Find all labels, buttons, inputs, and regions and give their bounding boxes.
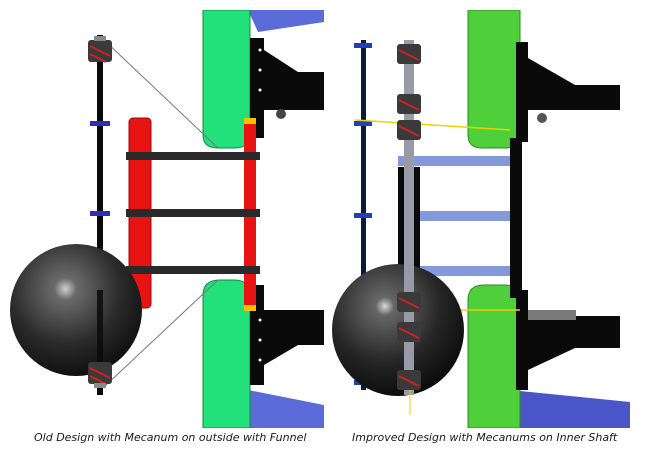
gearbox-top <box>516 42 620 142</box>
mecanum-wheel-icon <box>397 44 421 64</box>
shaft-clip-2 <box>354 121 372 126</box>
inner-shaft <box>404 40 414 395</box>
blue-plate-bottom <box>510 390 630 428</box>
cross-brace-3 <box>126 266 260 274</box>
caption-old-design: Old Design with Mecanum on outside with … <box>34 431 307 444</box>
roller-cap-yellow-top <box>244 118 256 124</box>
green-bumper-bottom <box>467 284 521 428</box>
old-design-diagram <box>10 10 324 428</box>
blue-plate-top <box>248 10 324 32</box>
shaft-clip-3 <box>354 213 372 218</box>
shaft-clip-2 <box>90 211 110 216</box>
funnel-line-bottom <box>103 279 219 388</box>
roller-cap-yellow-bottom <box>244 305 256 311</box>
mecanum-wheel-icon <box>397 370 421 390</box>
green-bumper-bottom <box>202 279 251 428</box>
ball-icon <box>10 244 142 376</box>
mecanum-wheel-icon <box>397 322 421 342</box>
gearbox-top <box>250 38 324 138</box>
green-bumper-top <box>202 10 251 149</box>
gearbox-bottom <box>250 285 324 385</box>
cross-brace-1 <box>126 152 260 160</box>
mecanum-wheel-icon <box>397 292 421 312</box>
cross-band-2 <box>398 211 522 221</box>
caption-improved-design: Improved Design with Mecanums on Inner S… <box>352 431 618 444</box>
blue-plate-bottom <box>248 390 324 428</box>
mecanum-wheel-icon <box>88 362 112 388</box>
shaft-clip-1 <box>90 121 110 126</box>
shaft-over-ball <box>97 290 103 395</box>
mecanum-wheel-icon <box>88 36 112 63</box>
shaft-clip-1 <box>354 43 372 48</box>
mecanum-wheel-icon <box>397 94 421 114</box>
cross-brace-2 <box>126 209 260 217</box>
improved-design-diagram <box>332 10 630 428</box>
gearbox-bottom <box>516 290 620 390</box>
mecanum-wheel-icon <box>397 120 421 140</box>
funnel-line-top <box>103 39 219 149</box>
right-shaft <box>510 138 522 298</box>
yellow-guide-top <box>354 119 511 131</box>
cross-band-3 <box>398 266 522 276</box>
cross-band-1 <box>398 156 522 166</box>
